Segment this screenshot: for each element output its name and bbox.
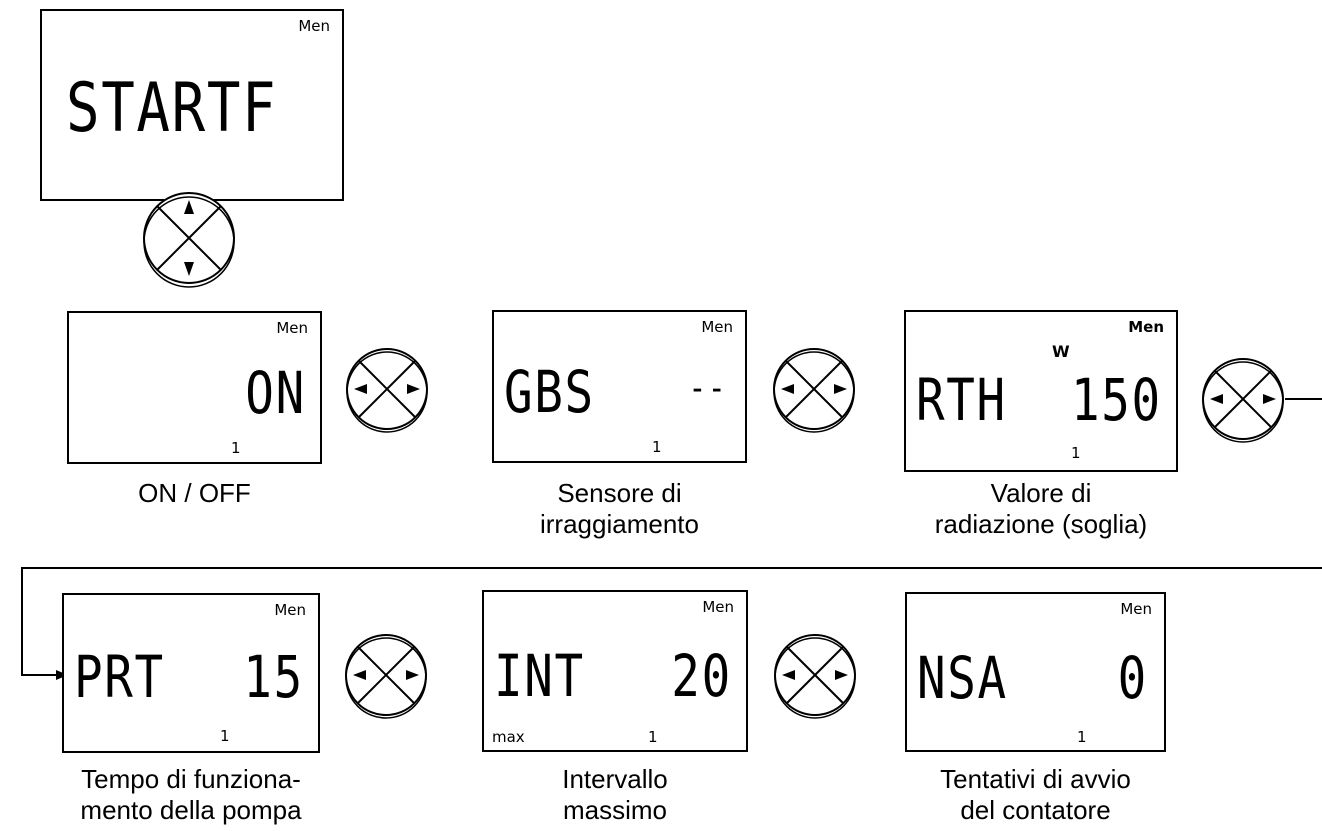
arrow-left-icon xyxy=(354,384,367,394)
lcd-radiation: Men W RTH 150 1 xyxy=(904,310,1178,472)
lcd-display-text: STARTF xyxy=(66,69,278,148)
left-right-keypad[interactable] xyxy=(770,345,858,433)
lcd-value: -- xyxy=(688,368,727,409)
caption-sensor: Sensore di irraggiamento xyxy=(540,478,699,539)
lcd-value: 150 xyxy=(1071,366,1162,434)
arrow-left-icon xyxy=(1210,394,1223,404)
sub-label: max xyxy=(492,728,525,746)
men-label: Men xyxy=(274,601,306,619)
arrow-left-icon xyxy=(782,670,795,680)
arrow-right-icon xyxy=(1263,394,1276,404)
lcd-label: NSA xyxy=(917,644,1008,712)
lcd-digit: 1 xyxy=(1077,728,1087,746)
arrow-right-icon xyxy=(835,670,848,680)
arrow-right-icon xyxy=(834,384,847,394)
men-label: Men xyxy=(702,598,734,616)
arrow-right-icon xyxy=(406,670,419,680)
lcd-label: GBS xyxy=(504,358,595,426)
lcd-sensor: Men GBS -- 1 xyxy=(492,310,747,463)
caption-radiation: Valore di radiazione (soglia) xyxy=(934,478,1148,539)
up-down-keypad[interactable] xyxy=(137,186,241,290)
lcd-label: RTH xyxy=(916,366,1007,434)
arrow-down-icon xyxy=(184,262,194,276)
left-right-keypad[interactable] xyxy=(1199,355,1287,443)
caption-pump: Tempo di funziona- mento della pompa xyxy=(80,764,302,825)
lcd-digit: 1 xyxy=(231,439,241,457)
lcd-digit: 1 xyxy=(652,438,662,456)
arrow-right-icon xyxy=(407,384,420,394)
men-label: Men xyxy=(1120,600,1152,618)
lcd-digit: 1 xyxy=(648,728,658,746)
lcd-pump: Men PRT 15 1 xyxy=(62,593,320,753)
men-label: Men xyxy=(298,17,330,35)
arrow-up-icon xyxy=(184,200,194,214)
lcd-digit: 1 xyxy=(220,727,230,745)
lcd-value: ON xyxy=(245,359,306,427)
men-label: Men xyxy=(276,319,308,337)
lcd-value: 20 xyxy=(671,642,732,710)
arrow-left-icon xyxy=(781,384,794,394)
caption-onoff: ON / OFF xyxy=(138,478,251,508)
lcd-attempts: Men NSA 0 1 xyxy=(905,592,1166,752)
arrow-left-icon xyxy=(353,670,366,680)
lcd-value: 15 xyxy=(243,643,304,711)
lcd-startf: Men STARTF xyxy=(40,9,344,201)
caption-attempts: Tentativi di avvio del contatore xyxy=(940,764,1131,825)
lcd-onoff: Men ON 1 xyxy=(67,311,322,464)
left-right-keypad[interactable] xyxy=(771,631,859,719)
left-right-keypad[interactable] xyxy=(343,345,431,433)
lcd-label: INT xyxy=(494,642,585,710)
men-label: Men xyxy=(701,318,733,336)
lcd-value: 0 xyxy=(1117,644,1148,712)
men-label: Men xyxy=(1128,318,1164,336)
lcd-interval: Men INT 20 max 1 xyxy=(482,590,748,752)
unit-label: W xyxy=(1052,342,1070,361)
lcd-digit: 1 xyxy=(1071,444,1081,462)
left-right-keypad[interactable] xyxy=(342,631,430,719)
caption-interval: Intervallo massimo xyxy=(562,764,668,825)
lcd-label: PRT xyxy=(74,643,165,711)
